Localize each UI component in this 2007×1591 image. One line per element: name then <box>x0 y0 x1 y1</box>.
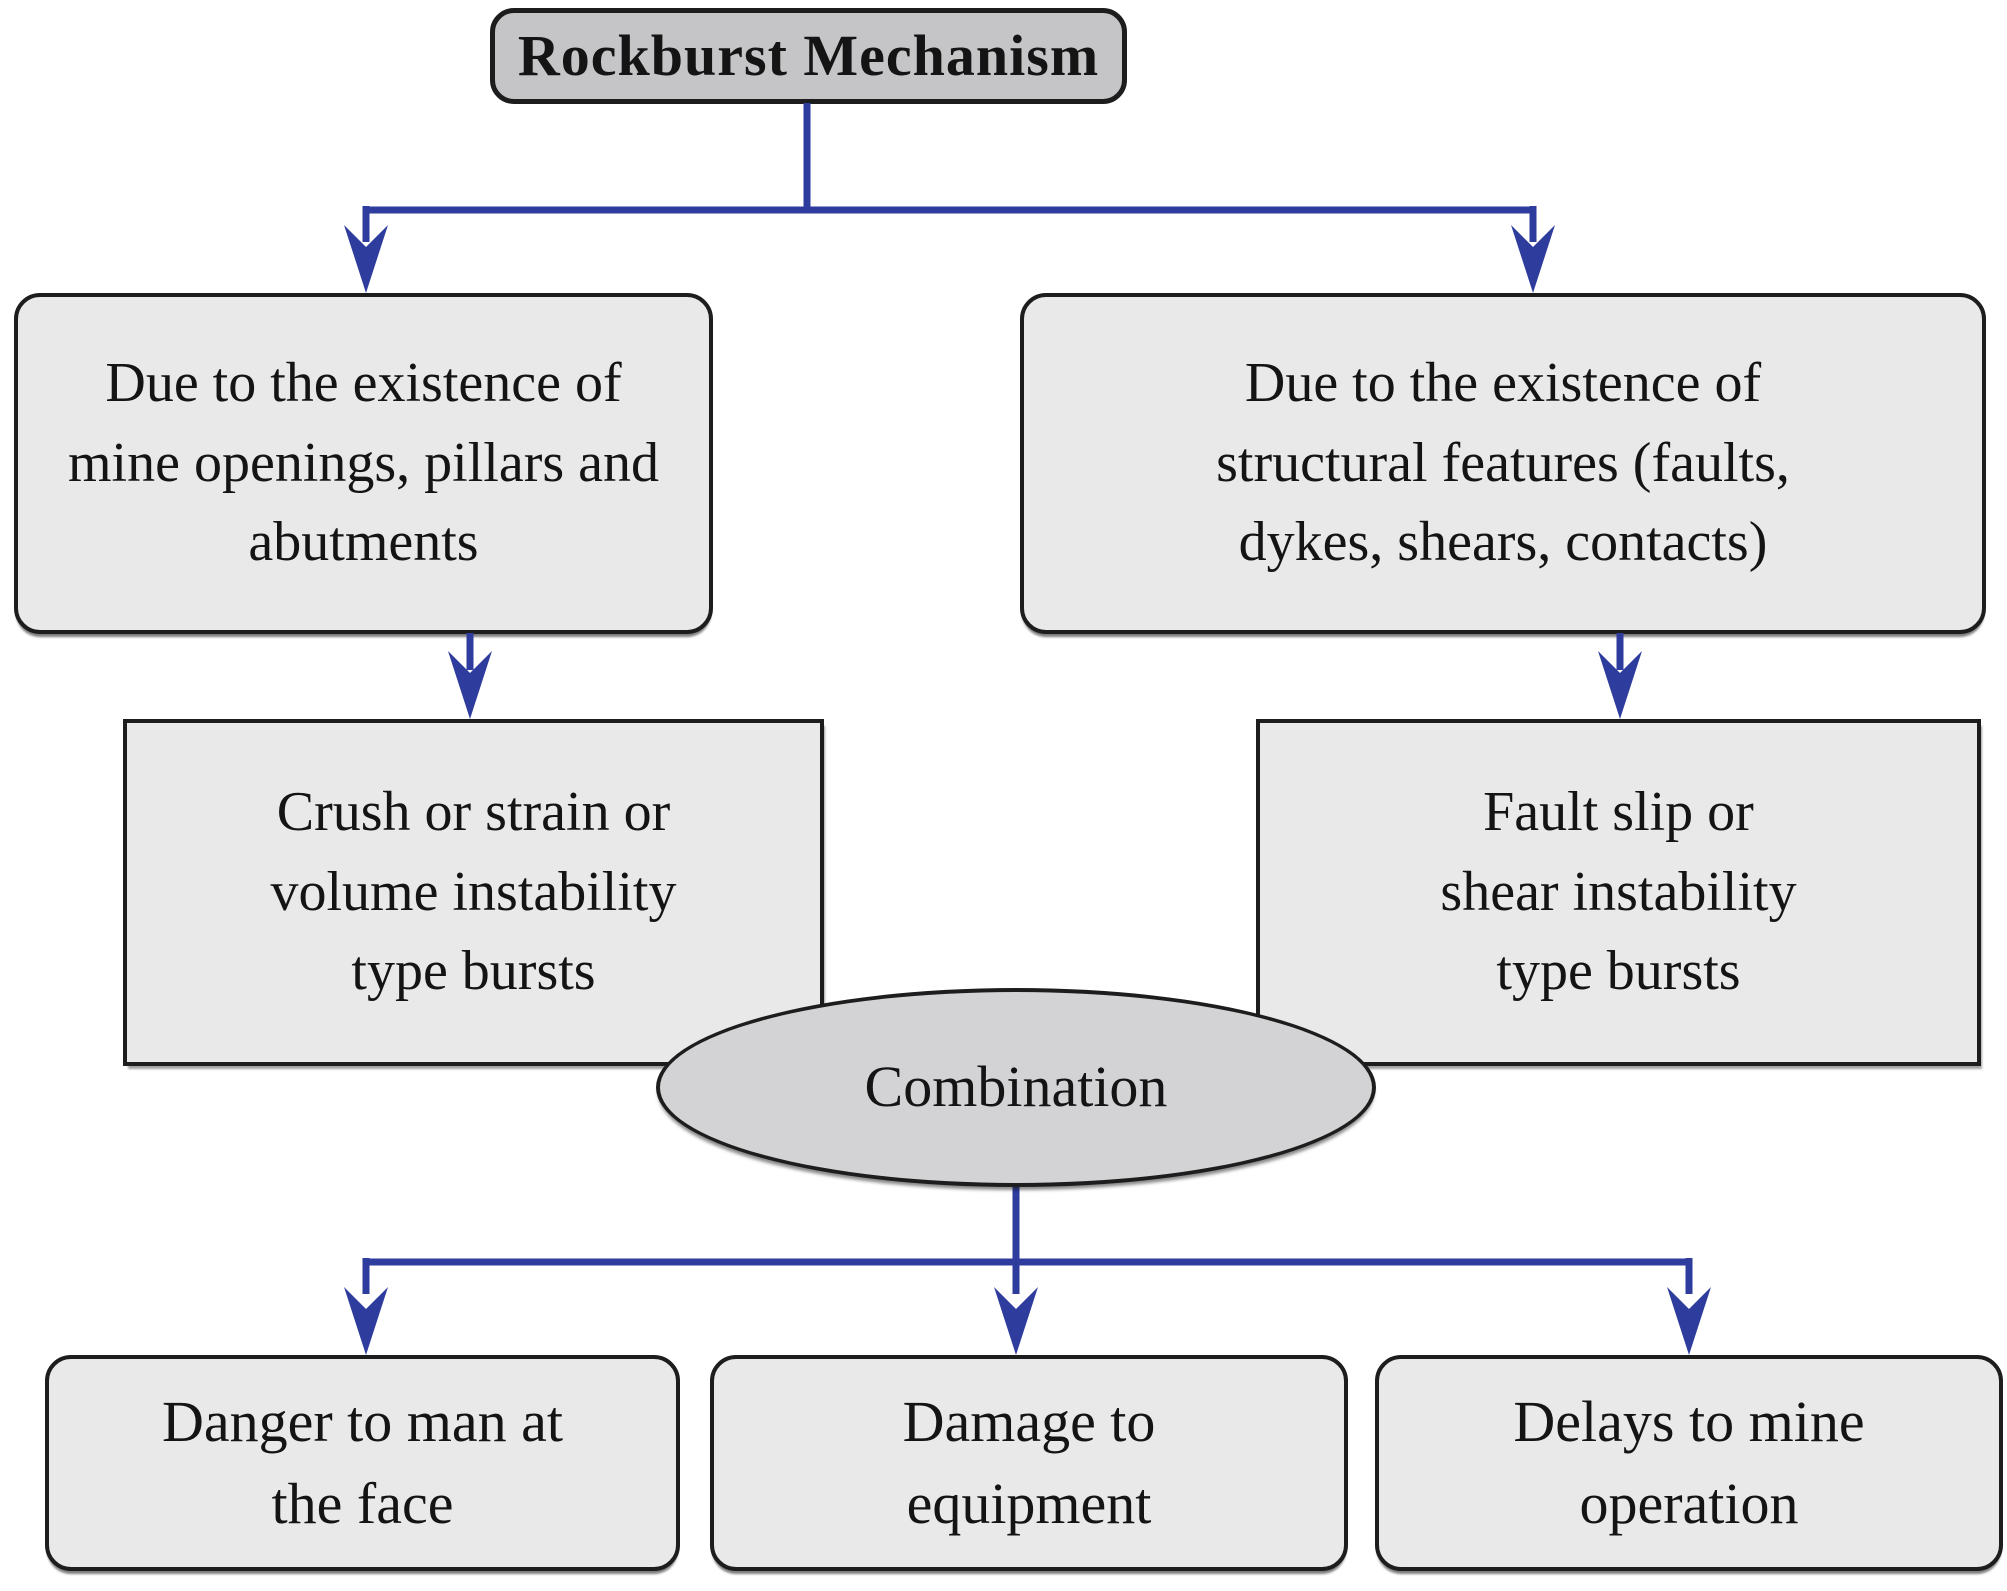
node-text-line: Danger to man at <box>161 1388 563 1454</box>
node-text-line: mine openings, pillars and <box>67 431 659 494</box>
node-combination-ellipse: Combination <box>656 988 1376 1187</box>
arrowhead-down-delays <box>1667 1287 1711 1355</box>
node-text-line: equipment <box>906 1471 1152 1536</box>
node-text-line: the face <box>271 1471 454 1536</box>
node-damage-to-equipment: Damage to equipment <box>710 1355 1348 1571</box>
node-text-line: Due to the existence of <box>105 352 622 415</box>
node-cause-mine-openings: Due to the existence of mine openings, p… <box>14 293 713 634</box>
node-text-line: Due to the existence of <box>1244 352 1762 415</box>
node-text-line: Crush or strain or <box>276 781 671 844</box>
arrowhead-down-right-cause <box>1511 225 1555 293</box>
node-text-line: volume instability <box>270 860 677 923</box>
node-text-line: type bursts <box>351 940 596 1003</box>
node-text-line: dykes, shears, contacts) <box>1238 511 1768 574</box>
node-rockburst-mechanism: Rockburst Mechanism <box>490 8 1127 104</box>
node-text-line: Rockburst Mechanism <box>517 22 1100 88</box>
node-crush-strain-bursts: Crush or strain or volume instability ty… <box>123 719 824 1066</box>
arrowhead-down-left-cause <box>344 225 388 293</box>
node-delays-to-mine: Delays to mine operation <box>1375 1355 2003 1571</box>
node-text-line: Damage to <box>902 1388 1156 1454</box>
arrowhead-down-fault <box>1598 651 1642 719</box>
node-text-line: abutments <box>248 511 479 574</box>
node-text-line: Combination <box>864 1054 1168 1120</box>
node-text-line: shear instability <box>1440 860 1797 923</box>
arrowhead-down-damage <box>994 1287 1038 1355</box>
node-text-line: Fault slip or <box>1483 781 1754 844</box>
node-danger-to-man: Danger to man at the face <box>45 1355 680 1571</box>
node-text-line: type bursts <box>1496 940 1741 1003</box>
arrowhead-down-danger <box>344 1287 388 1355</box>
node-text-line: operation <box>1579 1471 1799 1536</box>
connector-combination-branch <box>362 1186 1693 1294</box>
node-text-line: Delays to mine <box>1513 1388 1865 1454</box>
node-text-line: structural features (faults, <box>1216 431 1790 494</box>
connector-root-branch <box>362 103 1537 242</box>
node-fault-slip-bursts: Fault slip or shear instability type bur… <box>1256 719 1981 1066</box>
arrowhead-down-crush <box>448 651 492 719</box>
node-cause-structural-features: Due to the existence of structural featu… <box>1020 293 1986 634</box>
